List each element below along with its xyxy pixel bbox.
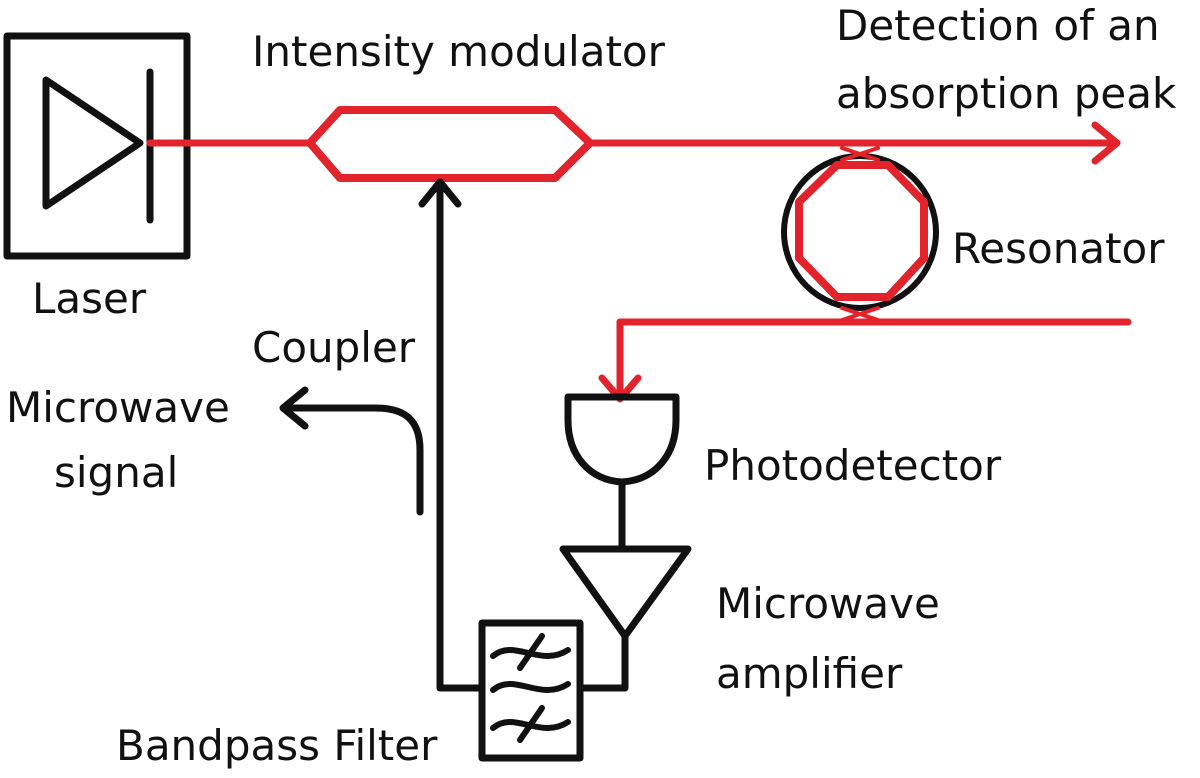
label-amplifier-line2: amplifier [716,649,903,698]
resonator [781,146,939,322]
optical-path [146,106,1132,403]
label-microwave-signal-line1: Microwave [6,383,230,432]
label-laser: Laser [32,274,147,323]
electrical-path [279,178,692,762]
detection-arrowhead-icon [1091,121,1121,165]
laser-diode-icon [42,68,154,224]
label-amplifier-line1: Microwave [716,579,940,628]
resonator-coupling-marks [840,146,880,322]
label-coupler: Coupler [252,323,416,372]
coupler-branch [281,404,424,516]
microwave-amplifier-icon [559,545,692,640]
label-bandpass-filter: Bandpass Filter [116,721,438,770]
modulator-drive-arrowhead-icon [418,178,462,208]
label-microwave-signal-line2: signal [54,448,178,497]
bandpass-filter-icon [478,619,584,762]
label-photodetector: Photodetector [704,441,1002,490]
label-detection-line2: absorption peak [836,69,1177,118]
label-intensity-modulator: Intensity modulator [252,27,666,76]
label-resonator: Resonator [952,224,1165,273]
photodetector-icon [564,393,680,486]
label-detection-line1: Detection of an [836,1,1160,50]
intensity-modulator [306,106,594,182]
microwave-signal-arrowhead-icon [279,386,309,430]
